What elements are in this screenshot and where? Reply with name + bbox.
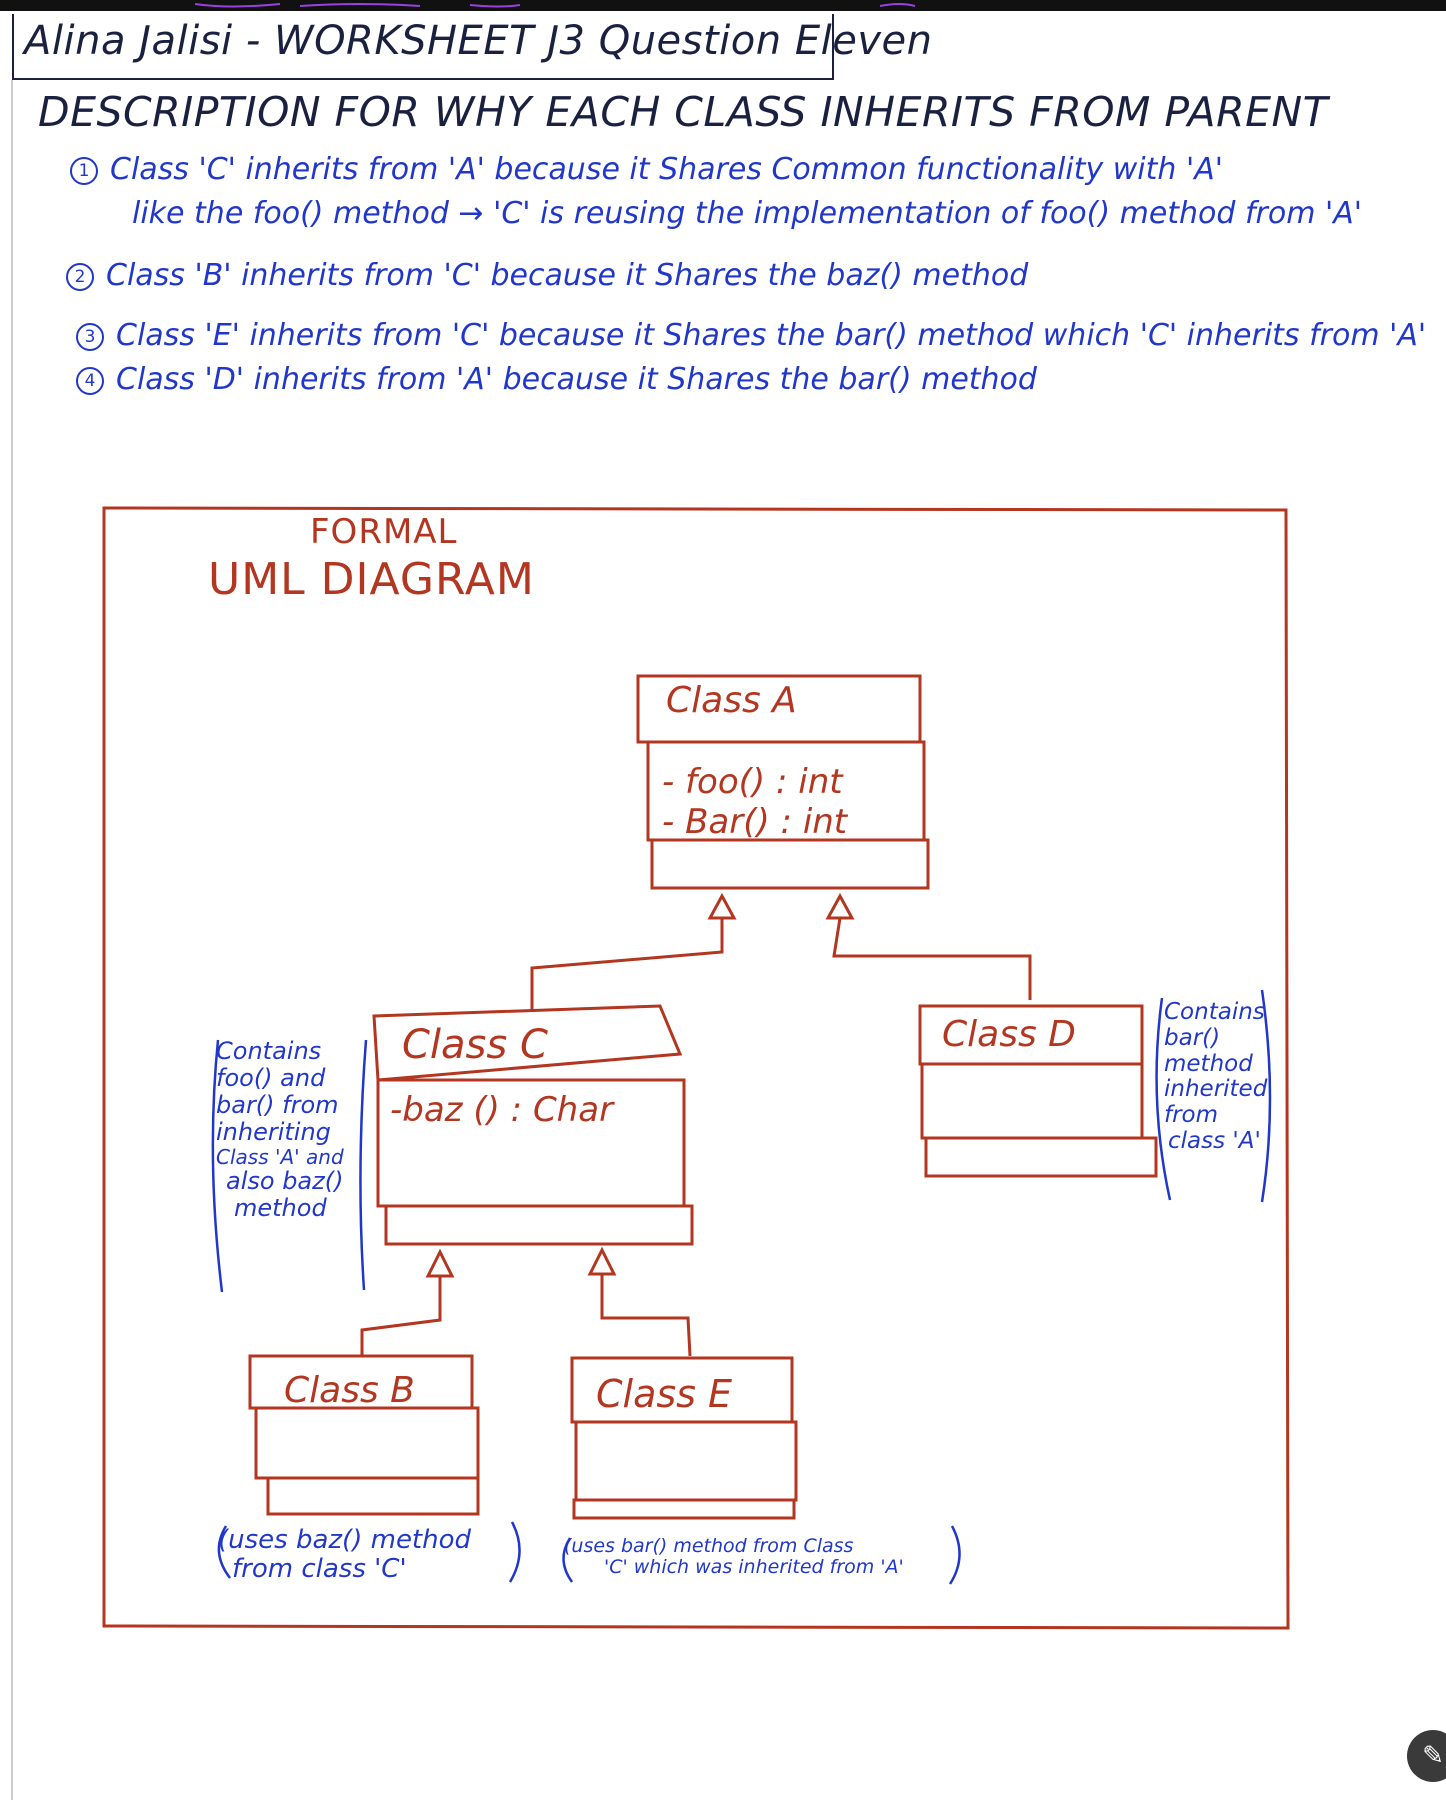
note-line: method <box>234 1193 327 1222</box>
note-line: from class 'C' <box>232 1554 407 1585</box>
note-class-c: Contains foo() and bar() from inheriting… <box>216 1038 366 1222</box>
reason-text: Class 'D' inherits from 'A' because it S… <box>116 362 1037 397</box>
note-d-bracket-right <box>1260 989 1272 1203</box>
class-a-box <box>636 674 930 890</box>
reason-text: Class 'B' inherits from 'C' because it S… <box>106 258 1029 293</box>
arrowhead-d-a <box>825 892 855 920</box>
note-line: (uses baz() method <box>218 1525 472 1555</box>
inheritance-c-to-a <box>530 892 737 1012</box>
reason-number: 3 <box>76 322 104 351</box>
note-line: method <box>1164 1050 1253 1077</box>
class-c-name: Class C <box>402 1022 548 1068</box>
class-e-name: Class E <box>596 1372 733 1416</box>
edit-icon[interactable]: ✎ <box>1407 1730 1446 1782</box>
note-line: bar() <box>1164 1024 1221 1051</box>
note-d-bracket-left <box>1155 997 1172 1201</box>
reason-3: 3 Class 'E' inherits from 'C' because it … <box>76 318 1426 353</box>
class-a-name: Class A <box>666 680 797 721</box>
note-e-bracket-left <box>562 1537 574 1583</box>
class-e-box <box>570 1356 798 1520</box>
note-c-bracket-left <box>211 1039 224 1293</box>
worksheet-title: Alina Jalisi - WORKSHEET J3 Question Ele… <box>24 18 933 64</box>
reason-1: 1 Class 'C' inherits from 'A' because it … <box>70 152 1223 187</box>
class-a-member: - foo() : int <box>662 762 843 802</box>
class-c-box <box>372 1004 694 1246</box>
note-line: Class 'A' and <box>216 1144 344 1169</box>
uml-title-large: UML DIAGRAM <box>208 554 535 605</box>
note-line: foo() and <box>216 1063 326 1092</box>
class-d-box <box>918 1004 1158 1178</box>
reason-text: Class 'C' inherits from 'A' because it S… <box>110 152 1223 187</box>
top-bar <box>0 0 1446 11</box>
class-a-member: - Bar() : int <box>662 802 848 842</box>
note-line: 'C' which was inherited from 'A' <box>604 1556 904 1579</box>
note-line: inherited <box>1164 1076 1268 1103</box>
uml-title-small: FORMAL <box>310 512 458 552</box>
inheritance-e-to-c <box>587 1246 692 1357</box>
class-b-name: Class B <box>284 1370 415 1411</box>
purple-scribble <box>194 3 916 8</box>
reason-text: Class 'E' inherits from 'C' because it S… <box>116 318 1427 353</box>
note-line: (uses bar() method from Class <box>564 1535 854 1557</box>
note-line: Contains <box>216 1037 322 1065</box>
note-line: Contains <box>1164 999 1265 1025</box>
reason-number: 2 <box>66 262 94 291</box>
note-line: from <box>1164 1102 1219 1128</box>
note-b-bracket-right <box>508 1521 521 1583</box>
class-c-member: -baz () : Char <box>390 1090 614 1130</box>
note-class-d: Contains bar() method inherited from cla… <box>1164 999 1268 1155</box>
diagram-frame <box>102 506 1290 1630</box>
inheritance-b-to-c <box>360 1248 455 1356</box>
class-d-name: Class D <box>942 1014 1076 1055</box>
note-line: also baz() <box>226 1166 344 1195</box>
reason-number: 1 <box>70 156 98 185</box>
arrowhead-e-c <box>587 1246 617 1276</box>
note-class-e: (uses bar() method from Class 'C' which … <box>564 1535 904 1579</box>
note-line: class 'A' <box>1168 1127 1261 1154</box>
note-c-bracket-right <box>359 1039 368 1291</box>
reason-4: 4 Class 'D' inherits from 'A' because it … <box>76 362 1037 397</box>
title-box <box>12 14 834 80</box>
arrowhead-b-c <box>425 1248 455 1278</box>
note-line: inheriting <box>216 1117 331 1146</box>
reason-number: 4 <box>76 366 104 395</box>
note-class-b: (uses baz() method from class 'C' <box>218 1525 472 1585</box>
description-heading: DESCRIPTION FOR WHY EACH CLASS INHERITS … <box>38 88 1329 136</box>
note-b-bracket-left <box>217 1525 231 1579</box>
class-b-box <box>248 1354 480 1516</box>
arrowhead-c-a <box>707 892 737 920</box>
inheritance-d-to-a <box>825 892 1032 1000</box>
reason-2: 2 Class 'B' inherits from 'C' because it … <box>66 258 1028 293</box>
note-e-bracket-right <box>948 1525 961 1585</box>
note-line: bar() from <box>216 1090 339 1119</box>
reason-1-continued: like the foo() method → 'C' is reusing t… <box>132 196 1363 231</box>
